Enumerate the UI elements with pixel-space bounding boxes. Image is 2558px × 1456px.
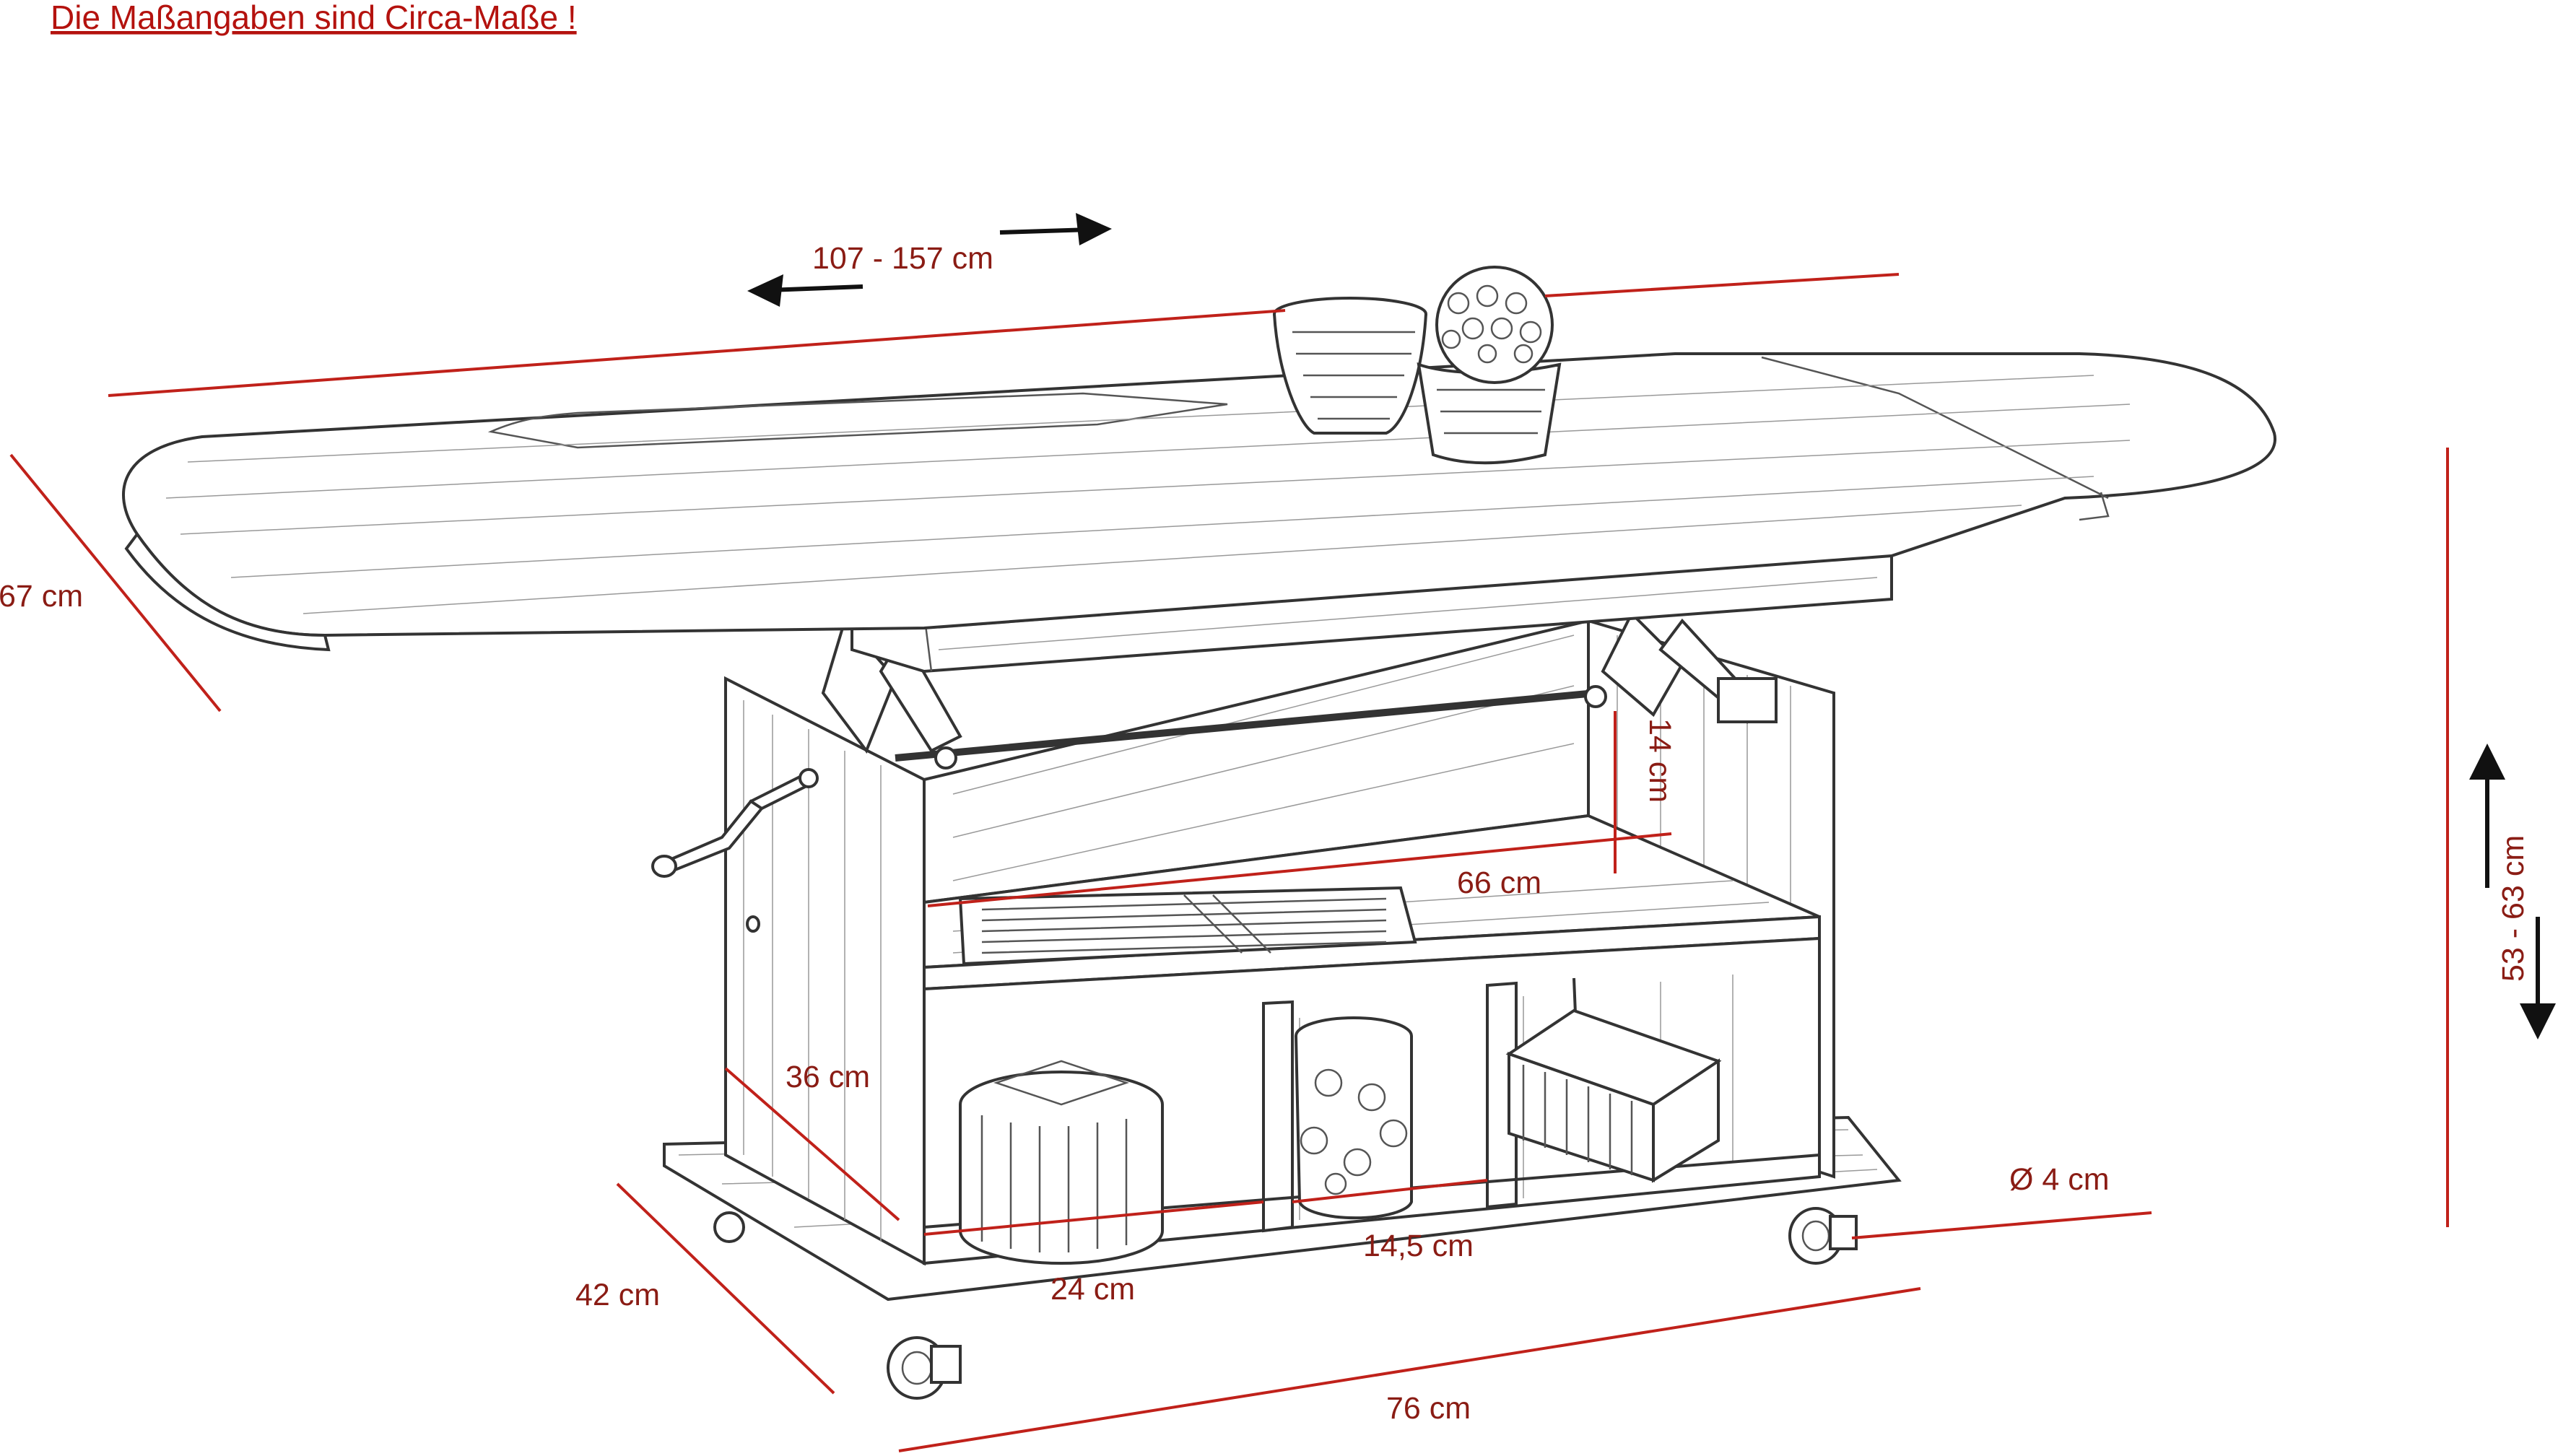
table-top [121, 352, 2276, 652]
caster-label: Ø 4 cm [2009, 1162, 2110, 1197]
caster-left-back [713, 1211, 745, 1243]
compartment-height-label: 36 cm [786, 1060, 870, 1094]
base-depth-label: 42 cm [575, 1278, 660, 1312]
lift-mechanism [821, 611, 1778, 770]
caster-left-front [887, 1336, 962, 1400]
table-drawing [121, 266, 2276, 1400]
vase-illustration [1295, 1016, 1413, 1220]
crank-handle [651, 768, 819, 878]
approximate-note: Die Maßangaben sind Circa-Maße ! [51, 0, 577, 36]
square-box-illustration [1505, 1008, 1722, 1183]
round-box-illustration [959, 1060, 1164, 1265]
length-label: 107 - 157 cm [812, 241, 993, 276]
compartment-small-label: 14,5 cm [1363, 1229, 1474, 1263]
base-width-label: 76 cm [1386, 1391, 1471, 1426]
newspaper-illustration [958, 886, 1417, 966]
caster-right-back [1788, 1207, 1858, 1265]
arrow-up-icon [2469, 744, 2505, 888]
height-label: 53 - 63 cm [2496, 835, 2531, 982]
arrow-down-icon [2520, 917, 2556, 1039]
flowerpot-illustration [1417, 266, 1562, 465]
lift-label: 14 cm [1643, 718, 1677, 803]
arrow-right-icon [999, 213, 1112, 245]
basket-illustration [1273, 297, 1427, 435]
depth-label: 67 cm [0, 579, 83, 614]
shelf-width-label: 66 cm [1457, 866, 1541, 900]
dimension-lines [9, 273, 2449, 1452]
arrow-left-icon [747, 274, 863, 307]
compartment-width-label: 24 cm [1050, 1272, 1135, 1307]
